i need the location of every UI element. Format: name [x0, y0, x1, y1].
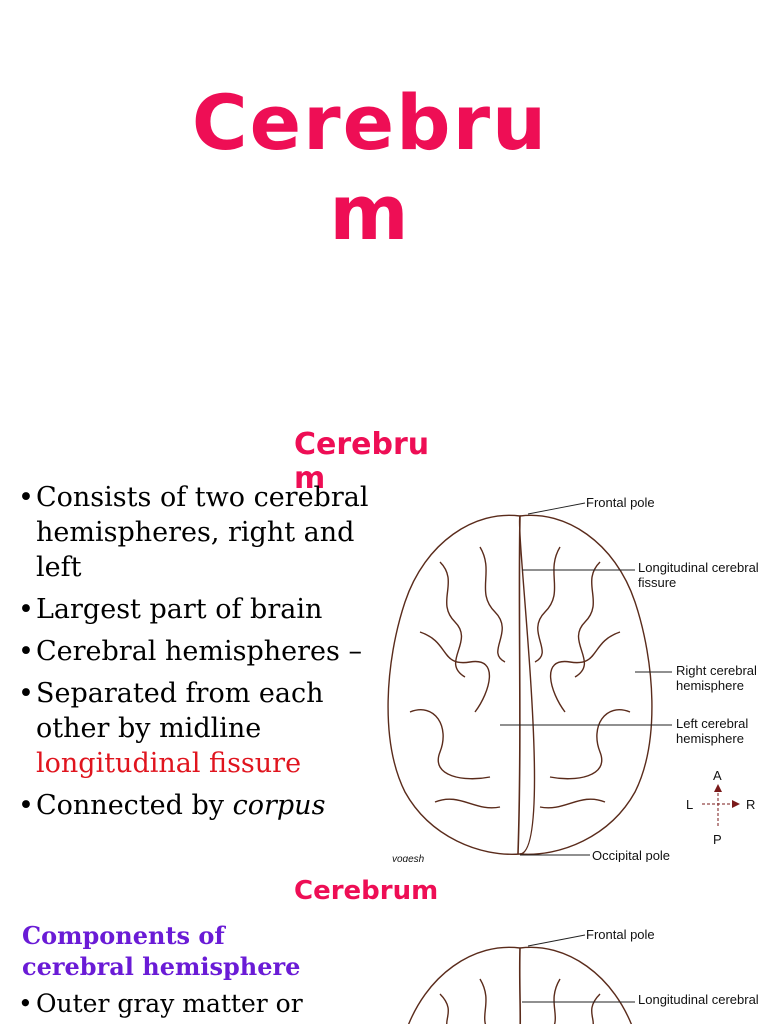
- slide-title: Cerebrum: [191, 78, 549, 257]
- frontal-pole-label: Frontal pole: [586, 927, 655, 942]
- right-hemisphere-label-2: hemisphere: [676, 678, 744, 693]
- bullet-item: Separated from each other by midline lon…: [18, 676, 373, 781]
- bullet-text: Connected by: [36, 790, 233, 821]
- label-leaders: [522, 934, 635, 1003]
- compass-l: L: [686, 797, 693, 812]
- italic-term: corpus: [232, 790, 326, 821]
- right-hemisphere-label: Right cerebral: [676, 663, 757, 678]
- frontal-pole-label: Frontal pole: [586, 495, 655, 510]
- artist-signature: yogesh: [391, 854, 425, 862]
- label-leaders: [500, 502, 672, 856]
- left-hemisphere-label: Left cerebral: [676, 716, 748, 731]
- bullet-text: Largest part of brain: [36, 594, 323, 625]
- bullet-text: Outer gray matter or: [36, 989, 303, 1018]
- bullet-item: Largest part of brain: [18, 592, 373, 627]
- bullet-text: Cerebral hemispheres –: [36, 636, 362, 667]
- content-slide: Cerebrum Consists of two cerebral hemisp…: [0, 430, 768, 862]
- compass: A P L R: [686, 768, 755, 847]
- content-slide-2: Cerebrum Components of cerebral hemisphe…: [0, 862, 768, 1024]
- bullet-item: Consists of two cerebral hemispheres, ri…: [18, 480, 373, 585]
- bullet-text: Consists of two cerebral hemispheres, ri…: [36, 482, 369, 583]
- bullet-item: Outer gray matter or: [18, 988, 358, 1020]
- longitudinal-fissure-label-2: fissure: [638, 575, 676, 590]
- slide-heading: Cerebrum: [294, 876, 439, 906]
- bullet-text: Separated from each other by midline: [36, 678, 324, 744]
- compass-p: P: [713, 832, 722, 847]
- highlight-term: longitudinal fissure: [36, 748, 302, 779]
- bullet-list: Consists of two cerebral hemispheres, ri…: [18, 480, 373, 830]
- occipital-pole-label: Occipital pole: [592, 848, 670, 862]
- brain-diagram: Frontal pole Longitudinal cerebral fissu…: [387, 495, 759, 862]
- longitudinal-fissure-label: Longitudinal cerebral: [638, 992, 759, 1007]
- longitudinal-fissure-label: Longitudinal cerebral: [638, 560, 759, 575]
- section-subtitle: Components of cerebral hemisphere: [22, 921, 301, 981]
- brain-outline: [408, 946, 632, 1024]
- bullet-item: Connected by corpus: [18, 788, 373, 823]
- bullet-list: Outer gray matter or: [18, 988, 358, 1020]
- brain-outline: [387, 514, 653, 855]
- bullet-item: Cerebral hemispheres –: [18, 634, 373, 669]
- compass-a: A: [713, 768, 722, 783]
- title-slide: Cerebrum: [0, 0, 768, 430]
- slide-heading: Cerebrum: [294, 430, 430, 496]
- compass-r: R: [746, 797, 755, 812]
- brain-diagram-2: Frontal pole Longitudinal cerebral: [408, 927, 759, 1024]
- left-hemisphere-label-2: hemisphere: [676, 731, 744, 746]
